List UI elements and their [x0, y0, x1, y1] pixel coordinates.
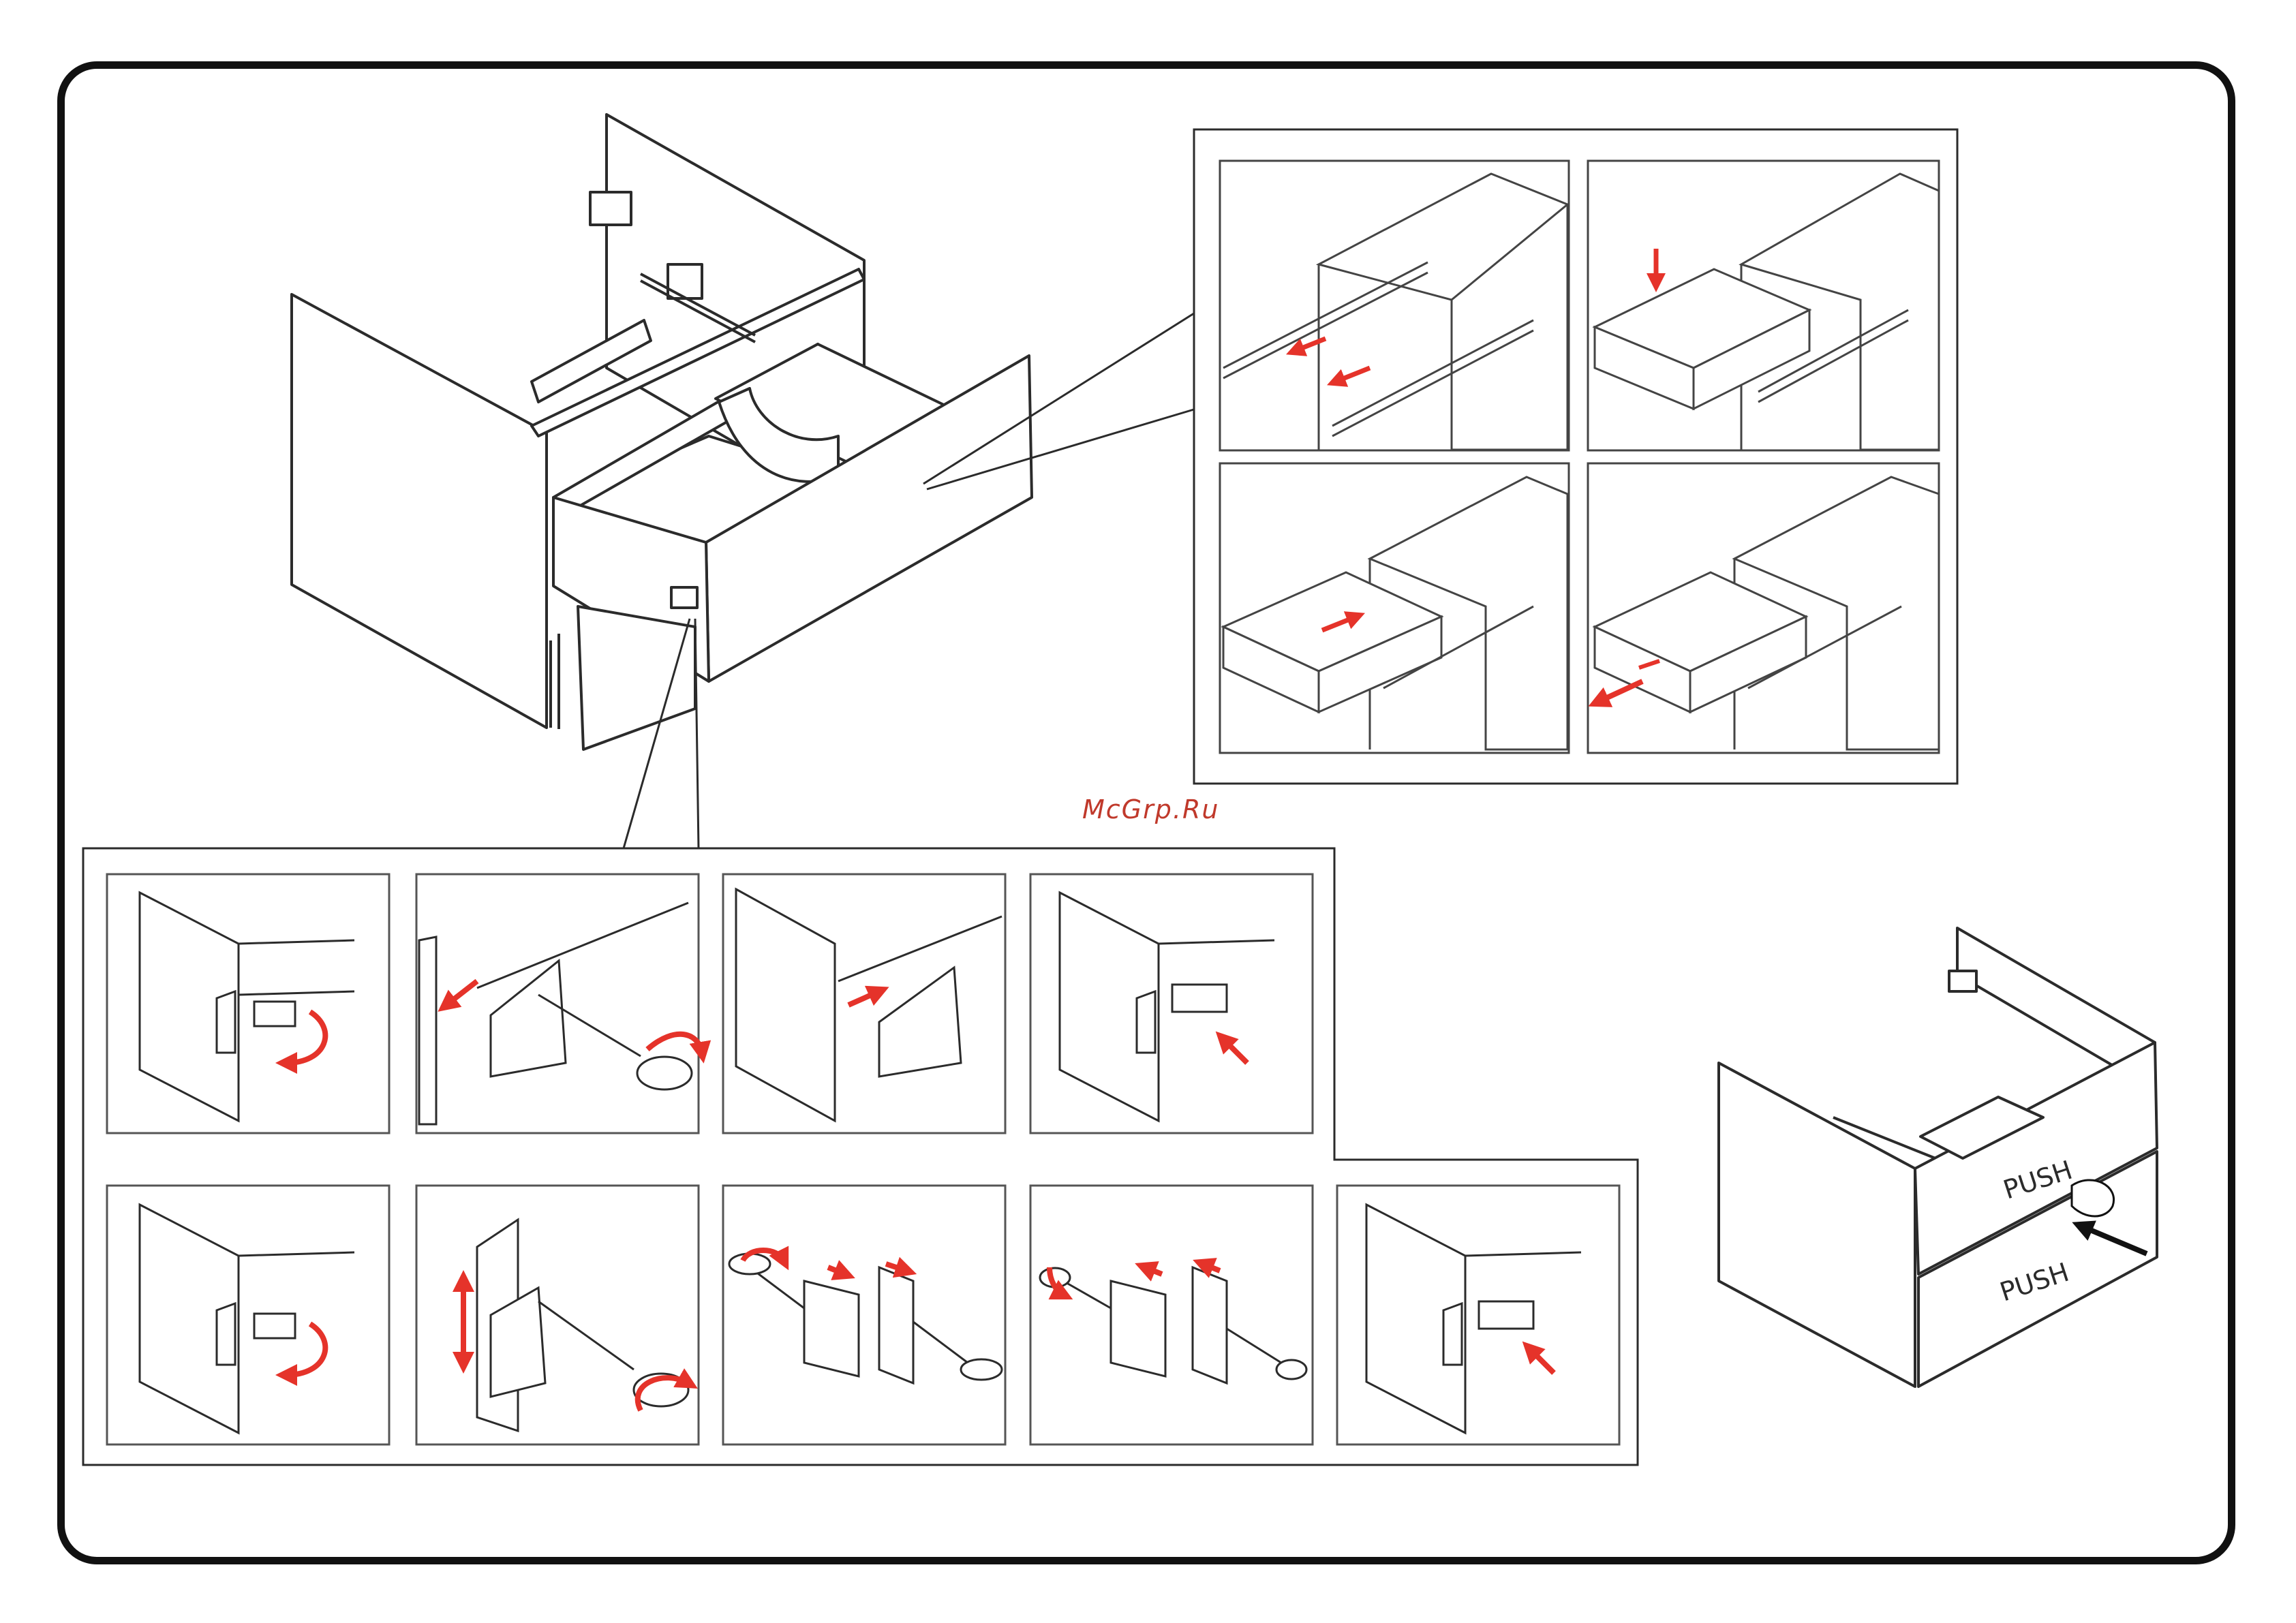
push-to-open-cabinet [1719, 928, 2157, 1387]
drawer-install-steps [1194, 129, 1957, 784]
step-panel-remove-slides [1220, 161, 1569, 450]
watermark: McGrp.Ru [1082, 794, 1219, 824]
cabinet-with-drawer [292, 114, 1032, 749]
step-panel-lower-drawer [1588, 161, 1939, 450]
step-panel-pull-drawer [1588, 463, 1939, 753]
adjustment-steps [83, 848, 1638, 1465]
step-panel-insert-drawer [1220, 463, 1569, 753]
hand-icon [2072, 1180, 2114, 1216]
